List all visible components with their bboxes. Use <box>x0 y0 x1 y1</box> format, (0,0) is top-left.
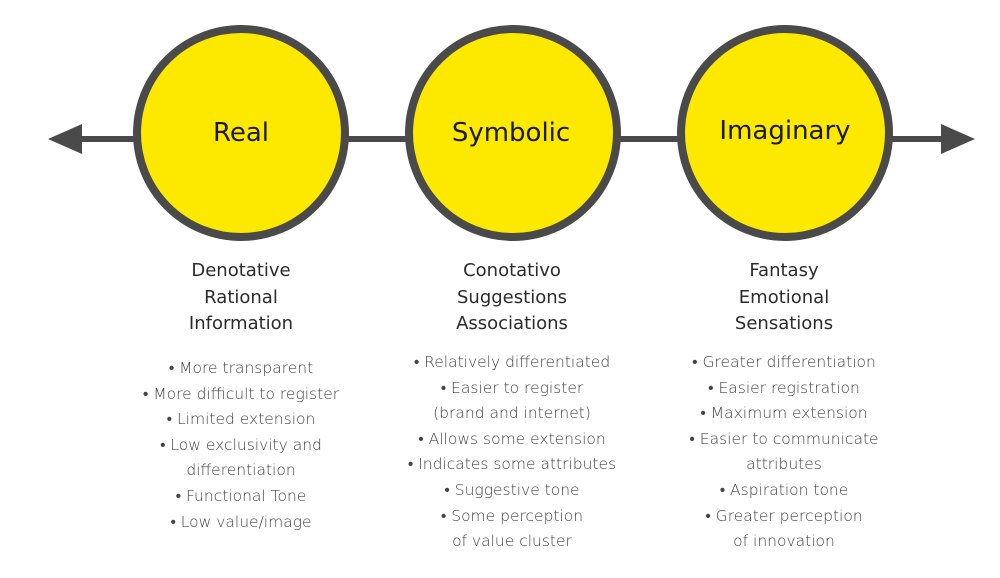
heading-line: Fantasy <box>749 260 819 281</box>
list-item: attributes <box>746 455 822 474</box>
heading-line: Denotative <box>191 260 291 281</box>
list-item: • Maximum extension <box>700 404 868 423</box>
bullet-list-imaginary: • Greater differentiation • Easier regis… <box>654 350 914 555</box>
list-item: • Limited extension <box>166 410 316 429</box>
list-item: • Indicates some attributes <box>407 455 617 474</box>
list-item: of innovation <box>733 532 835 551</box>
node-circle-real <box>133 25 349 241</box>
list-item: • Some perception <box>440 506 584 525</box>
list-item: • Low value/image <box>170 512 312 531</box>
list-item: • Aspiration tone <box>719 480 849 499</box>
list-item: differentiation <box>186 461 296 480</box>
list-item: of value cluster <box>452 532 572 551</box>
list-item: • Low exclusivity and <box>160 435 322 454</box>
heading-line: Conotativo <box>463 260 561 281</box>
column-imaginary: Fantasy Emotional Sensations <box>654 258 914 338</box>
heading-line: Suggestions <box>457 286 567 308</box>
heading-line: Associations <box>456 313 568 334</box>
list-item: • Greater perception <box>705 506 863 525</box>
node-label-symbolic: Symbolic <box>451 118 571 148</box>
list-item: • More transparent <box>168 359 314 377</box>
heading-line: Information <box>188 313 294 334</box>
node-circle-symbolic <box>405 25 621 241</box>
bullet-list-symbolic: • Relatively differentiated • Easier to … <box>382 350 642 555</box>
heading-line: Rational <box>204 286 278 308</box>
list-item: • Allows some extension <box>418 429 606 448</box>
list-item: • Easier to register <box>440 378 584 397</box>
axis-arrow-right-icon <box>941 124 975 154</box>
list-item: • More difficult to register <box>142 384 340 403</box>
column-real: Denotative Rational Information <box>111 258 371 338</box>
list-item: • Suggestive tone <box>444 480 580 499</box>
node-label-real: Real <box>212 118 270 148</box>
node-circle-imaginary <box>677 25 893 241</box>
node-label-imaginary: Imaginary <box>719 116 851 146</box>
heading-line: Emotional <box>738 286 830 308</box>
column-symbolic: Conotativo Suggestions Associations <box>382 258 642 338</box>
bullet-list-real: • More transparent • More difficult to r… <box>111 356 371 535</box>
heading-line: Sensations <box>734 313 834 334</box>
list-item: • Easier registration <box>708 378 860 397</box>
list-item: • Greater differentiation <box>692 353 876 371</box>
list-item: • Relatively differentiated <box>413 353 611 371</box>
list-item: • Functional Tone <box>175 486 307 505</box>
list-item: (brand and internet) <box>433 404 591 423</box>
axis-arrow-left-icon <box>48 124 82 154</box>
list-item: • Easier to communicate <box>689 429 879 448</box>
